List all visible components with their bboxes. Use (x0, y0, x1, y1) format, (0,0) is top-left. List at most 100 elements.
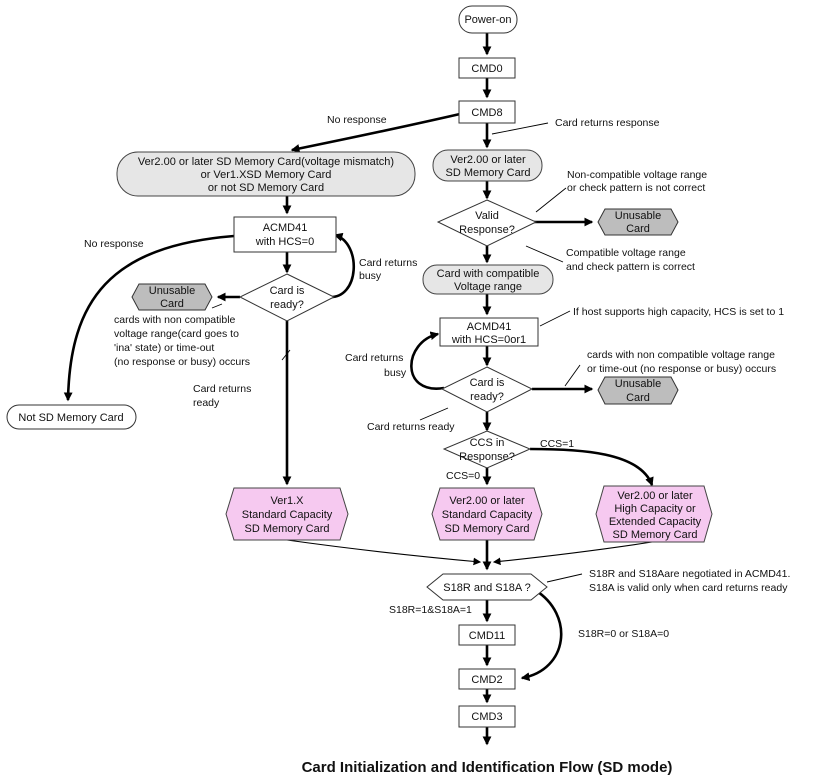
acmd41-right-line-1: ACMD41 (467, 321, 512, 333)
cmd0-label: CMD0 (471, 63, 502, 75)
acmd41-right-line-2: with HCS=0or1 (451, 334, 526, 346)
ccs-line-1: CCS in (470, 437, 505, 449)
ccs-line-2: Response? (459, 451, 515, 463)
inactive-note-line-1: cards with non compatible (114, 314, 236, 326)
card-returns-response: Card returns response (555, 117, 660, 129)
ver2-line-1: Ver2.00 or later (450, 154, 526, 166)
unusable-3-line-2: Card (626, 392, 650, 404)
connectors (63, 33, 654, 746)
ver2high-line-1: Ver2.00 or later (617, 490, 693, 502)
ccs-diamond: CCS in Response? (442, 430, 532, 469)
acmd41-left-line-1: ACMD41 (263, 222, 308, 234)
ready-right-note: Card returns ready (367, 421, 455, 433)
cmd11-node: CMD11 (458, 624, 516, 646)
ver2high-line-3: Extended Capacity (609, 516, 702, 528)
not-sd-label: Not SD Memory Card (18, 412, 123, 424)
unusable-2-line-2: Card (160, 298, 184, 310)
arrow-high-s18 (492, 541, 653, 566)
compatible-line-1: Card with compatible (437, 268, 540, 280)
busy-right-line-2: busy (384, 367, 407, 379)
non-compatible-right-line-1: cards with non compatible voltage range (587, 349, 775, 361)
s18-diamond: S18R and S18A ? (426, 573, 548, 601)
ready-right-line-1: Card is (470, 377, 505, 389)
unusable-card-3: Unusable Card (597, 376, 679, 405)
s18-note-line-2: S18A is valid only when card returns rea… (589, 582, 788, 594)
unusable-1-line-2: Card (626, 223, 650, 235)
power-on-label: Power-on (464, 14, 511, 26)
unusable-1-line-1: Unusable (615, 210, 661, 222)
ver2-node: Ver2.00 or later SD Memory Card (432, 149, 543, 182)
no-response-left: No response (84, 238, 144, 250)
non-compatible-line-1: Non-compatible voltage range (567, 169, 707, 181)
ver1x-line-1: Ver1.X (270, 495, 304, 507)
ready-right-line-2: ready? (470, 391, 504, 403)
arrow-s18-cmd2 (520, 588, 563, 682)
unusable-card-2: Unusable Card (131, 283, 213, 311)
unusable-2-line-1: Unusable (149, 285, 195, 297)
arrow-no-response (290, 112, 461, 153)
unusable-3-line-1: Unusable (615, 378, 661, 390)
ver2std-line-2: Standard Capacity (442, 509, 533, 521)
cmd3-node: CMD3 (458, 705, 516, 728)
ver2high-line-4: SD Memory Card (613, 529, 698, 541)
ready-left-note-line-1: Card returns (193, 383, 251, 395)
inactive-note-line-3: 'ina' state) or time-out (114, 342, 214, 354)
valid-line-2: Response? (459, 224, 515, 236)
compatible-note-line-2: and check pattern is correct (566, 261, 695, 273)
hcs-note: If host supports high capacity, HCS is s… (573, 306, 784, 318)
ccs0-label: CCS=0 (446, 470, 480, 482)
ready-left-line-2: ready? (270, 299, 304, 311)
ver2std-line-1: Ver2.00 or later (449, 495, 525, 507)
mismatch-line-1: Ver2.00 or later SD Memory Card(voltage … (138, 156, 394, 168)
arrow-ccs-high (529, 447, 654, 487)
busy-right-line-1: Card returns (345, 352, 403, 364)
cmd3-label: CMD3 (471, 711, 502, 723)
s18-label: S18R and S18A ? (443, 582, 530, 594)
arrow-no-response-left (63, 234, 235, 402)
cmd8-node: CMD8 (458, 100, 516, 124)
arrow-busy-loop-right (410, 331, 445, 390)
ver2-high-card-node: Ver2.00 or later High Capacity or Extend… (595, 485, 713, 543)
ver2std-line-3: SD Memory Card (445, 523, 530, 535)
valid-response-diamond: Valid Response? (436, 199, 538, 247)
ccs1-label: CCS=1 (540, 438, 574, 450)
ver1x-line-3: SD Memory Card (245, 523, 330, 535)
acmd41-left-node: ACMD41 with HCS=0 (233, 216, 337, 253)
not-sd-card-node: Not SD Memory Card (6, 404, 137, 430)
busy-left-line-2: busy (359, 270, 382, 282)
acmd41-left-line-2: with HCS=0 (255, 236, 314, 248)
card-ready-right-diamond: Card is ready? (440, 366, 534, 413)
cmd2-node: CMD2 (458, 668, 516, 690)
power-on-node: Power-on (458, 5, 518, 34)
inactive-note-line-2: voltage range(card goes to (114, 328, 239, 340)
s18-shape (426, 573, 548, 601)
cmd11-label: CMD11 (469, 630, 505, 642)
cmd0-node: CMD0 (458, 57, 516, 79)
cmd8-label: CMD8 (471, 107, 502, 119)
leader-lines (211, 122, 583, 583)
arrow-busy-loop-left (327, 232, 356, 299)
ver2-line-2: SD Memory Card (446, 167, 531, 179)
diagram-title: Card Initialization and Identification F… (302, 759, 673, 776)
ver1x-line-2: Standard Capacity (242, 509, 333, 521)
non-compatible-line-2: or check pattern is not correct (567, 182, 705, 194)
ready-left-note-line-2: ready (193, 397, 220, 409)
busy-left-line-1: Card returns (359, 257, 417, 269)
compatible-card-node: Card with compatible Voltage range (422, 264, 554, 295)
s18-no-label: S18R=0 or S18A=0 (578, 628, 669, 640)
no-response-top: No response (327, 114, 387, 126)
unusable-card-1: Unusable Card (597, 208, 679, 236)
non-compatible-right-line-2: or time-out (no response or busy) occurs (587, 363, 776, 375)
mismatch-line-3: or not SD Memory Card (208, 182, 324, 194)
card-ready-left-diamond: Card is ready? (238, 273, 336, 322)
ver2high-line-2: High Capacity or (614, 503, 696, 515)
arrow-ver1x-s18 (286, 539, 482, 566)
ver2-standard-card-node: Ver2.00 or later Standard Capacity SD Me… (431, 487, 543, 541)
s18-yes-label: S18R=1&S18A=1 (389, 604, 472, 616)
annotations: No response Card returns response Non-co… (84, 114, 790, 640)
valid-line-1: Valid (475, 210, 499, 222)
mismatch-node: Ver2.00 or later SD Memory Card(voltage … (116, 151, 416, 197)
s18-note-line-1: S18R and S18Aare negotiated in ACMD41. (589, 568, 790, 580)
ver1x-card-node: Ver1.X Standard Capacity SD Memory Card (225, 487, 349, 541)
